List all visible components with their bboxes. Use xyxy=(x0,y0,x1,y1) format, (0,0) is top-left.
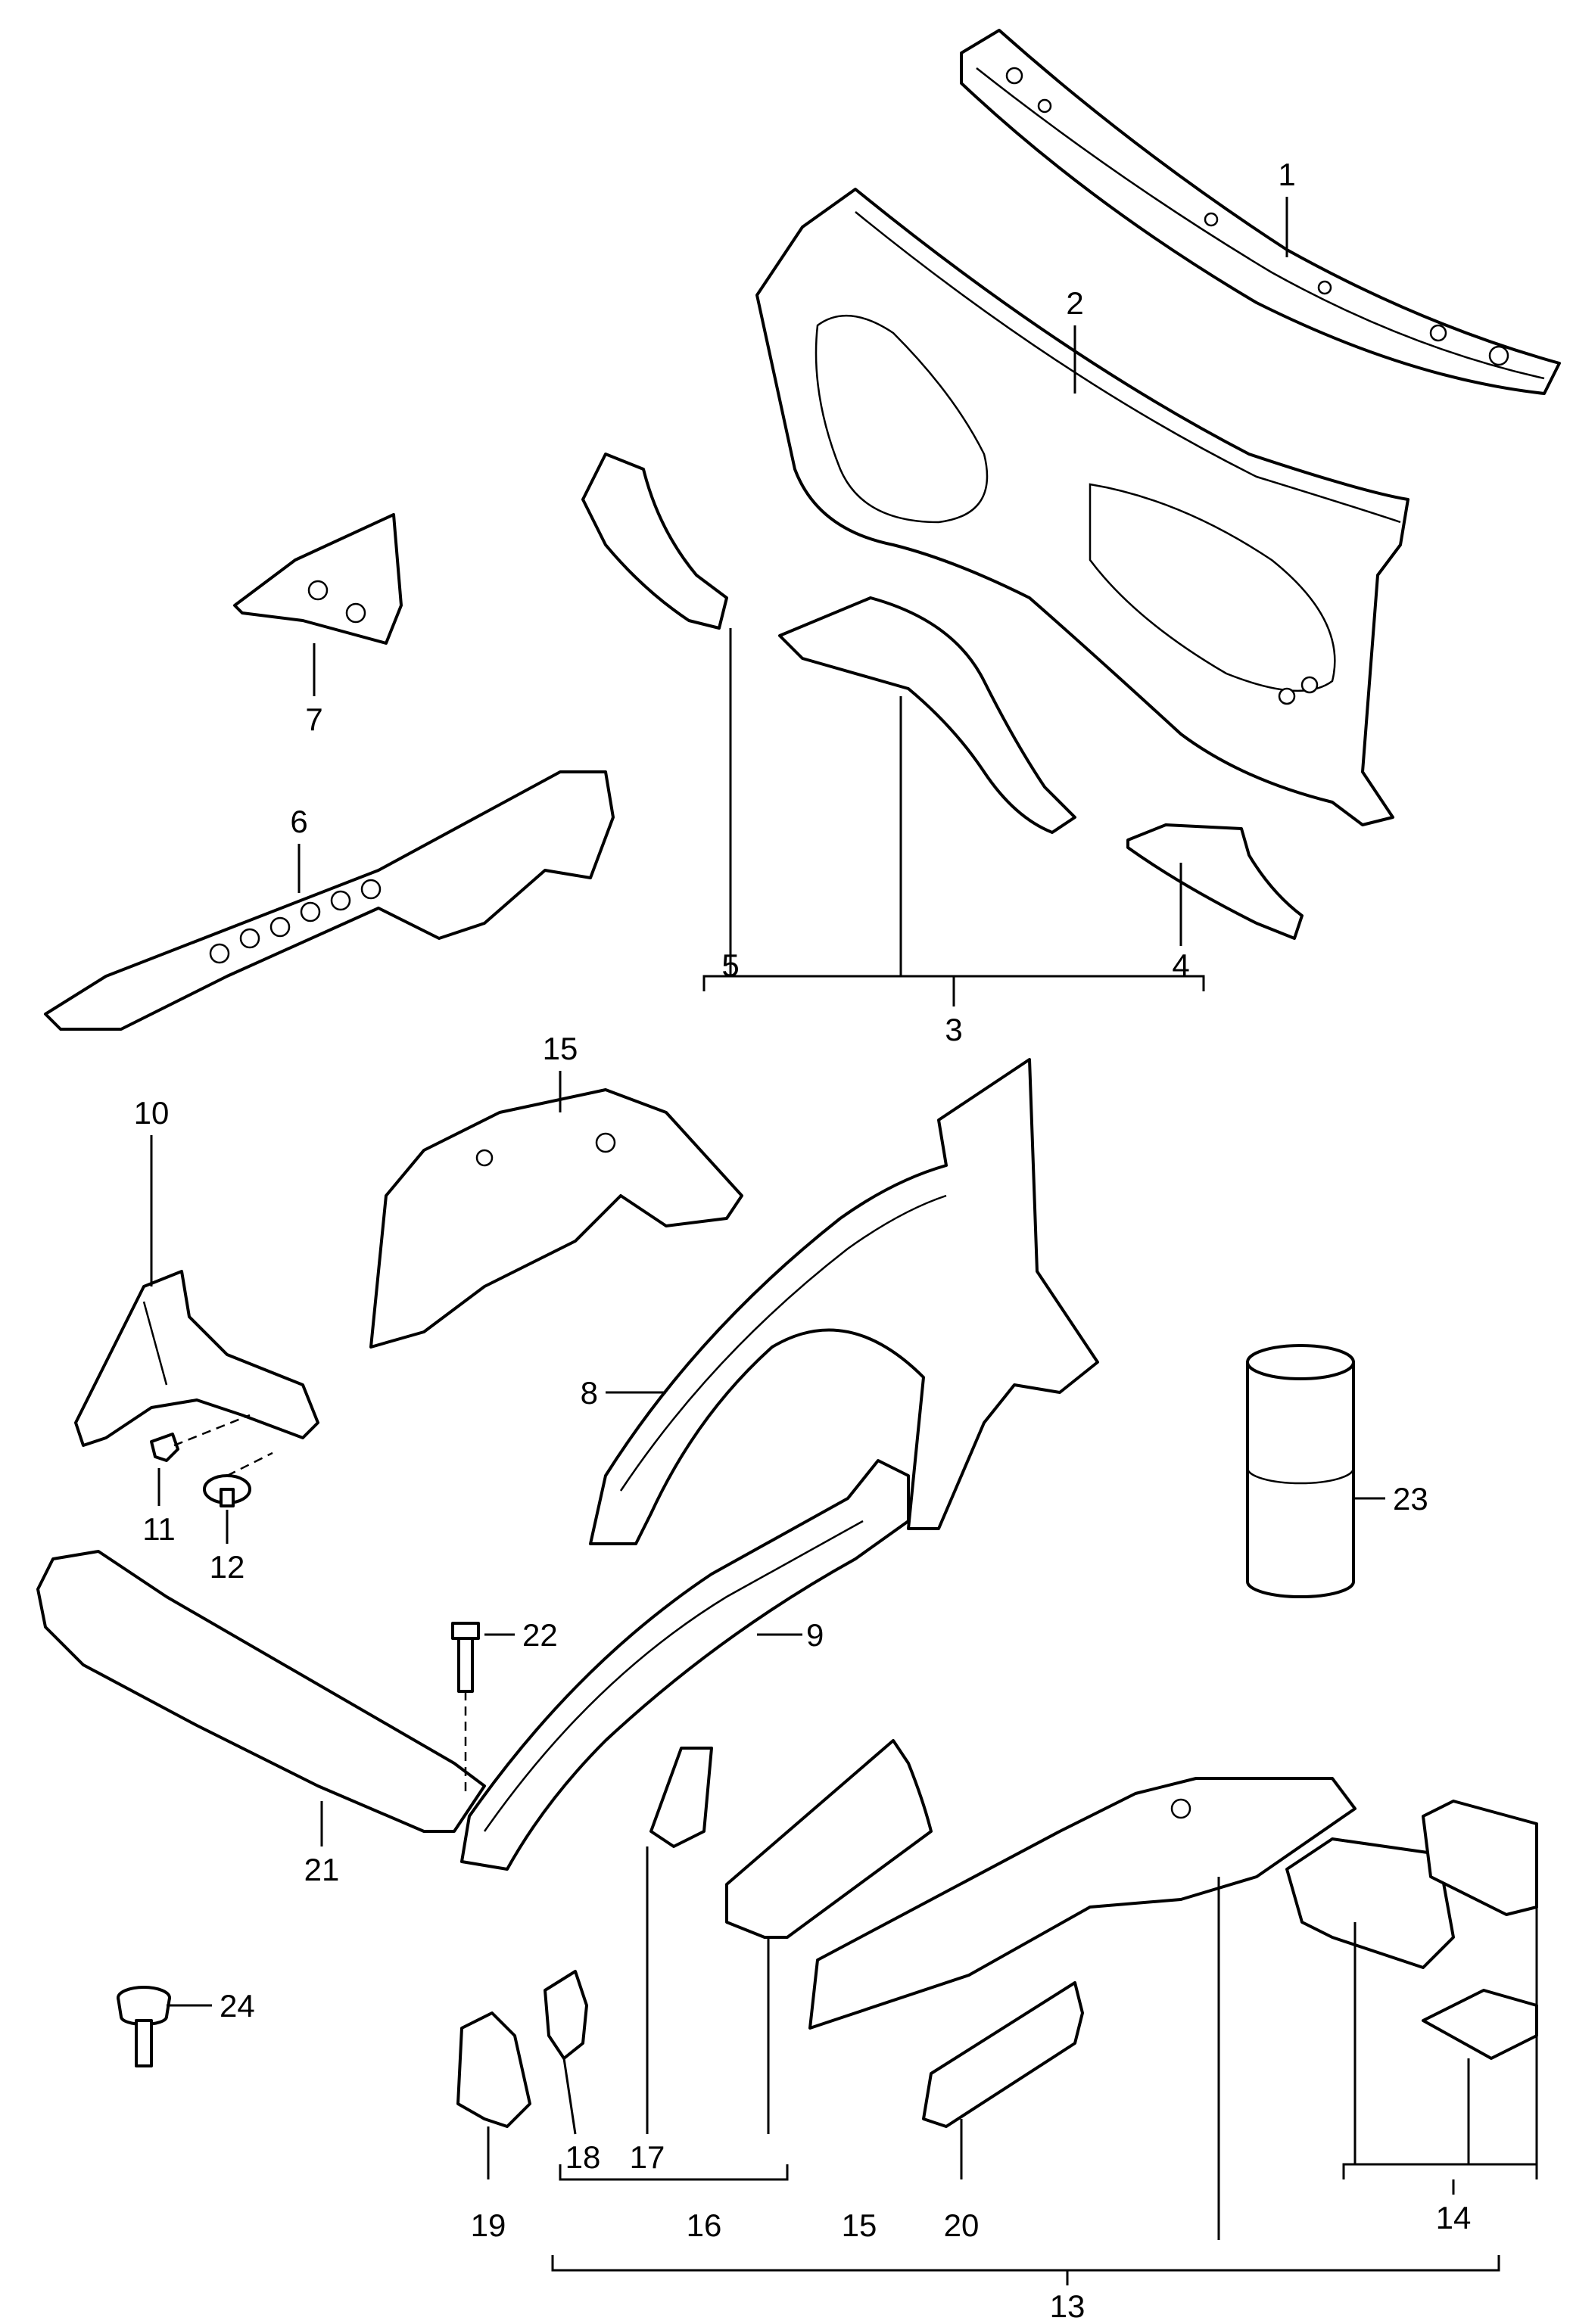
part-19-bracket xyxy=(456,2011,531,2128)
part-8-a-pillar xyxy=(589,1058,1099,1545)
callout-15-lower: 15 xyxy=(842,2207,877,2243)
callout-19: 19 xyxy=(471,2207,506,2243)
callout-15-upper: 15 xyxy=(543,1031,578,1066)
leader-lines xyxy=(150,197,1538,2285)
part-24-bolt xyxy=(117,1986,171,2067)
part-11-clip xyxy=(150,1433,179,1462)
clip-dash-line xyxy=(173,1414,273,1477)
callout-8: 8 xyxy=(581,1375,598,1411)
callout-3: 3 xyxy=(945,1012,962,1047)
part-20-sill-reinforcement xyxy=(922,1981,1084,2128)
callout-23: 23 xyxy=(1393,1481,1428,1517)
callout-14: 14 xyxy=(1436,2200,1472,2235)
callout-22: 22 xyxy=(522,1617,558,1653)
callout-6: 6 xyxy=(290,804,307,839)
callout-16: 16 xyxy=(687,2207,722,2243)
callout-21: 21 xyxy=(304,1852,340,1887)
callout-11: 11 xyxy=(142,1511,176,1547)
part-16-sill-panel xyxy=(725,1739,933,1939)
part-9-roof-rail xyxy=(460,1459,910,1871)
callout-2: 2 xyxy=(1066,285,1083,321)
callout-7: 7 xyxy=(305,702,322,737)
part-22-bolt xyxy=(451,1622,480,1794)
callout-13: 13 xyxy=(1050,2288,1086,2324)
part-15-wheelhouse xyxy=(369,1088,743,1349)
part-6-longitudinal-member xyxy=(44,770,615,1031)
part-21-bumper-beam xyxy=(36,1550,486,1833)
callout-20: 20 xyxy=(944,2207,980,2243)
part-4-bracket xyxy=(1126,823,1304,940)
part-17-bracket xyxy=(649,1747,713,1848)
part-2-front-carrier xyxy=(755,188,1409,826)
part-1-cowl-panel xyxy=(960,29,1561,395)
callout-4: 4 xyxy=(1172,947,1189,983)
callout-10: 10 xyxy=(134,1095,170,1131)
part-23-spray-can xyxy=(1246,1344,1355,1598)
part-10-a-pillar-bracket xyxy=(74,1270,319,1447)
callout-24: 24 xyxy=(220,1988,255,2024)
part-14-bracket-set xyxy=(1285,1800,1538,2060)
part-5-bracket xyxy=(581,453,728,630)
callout-9: 9 xyxy=(806,1617,824,1653)
part-3-center-member xyxy=(778,596,1076,834)
callout-12: 12 xyxy=(210,1549,245,1585)
callout-17: 17 xyxy=(630,2139,665,2175)
part-13-floor-rail xyxy=(808,1777,1357,2030)
callout-1: 1 xyxy=(1278,157,1295,192)
part-7-bracket xyxy=(233,513,403,645)
callout-labels: 1 2 3 4 5 6 7 8 9 10 11 12 13 14 15 15 1… xyxy=(134,157,1472,2324)
part-12-clip xyxy=(203,1474,251,1507)
callout-18: 18 xyxy=(565,2139,601,2175)
part-18-plate xyxy=(544,1970,588,2060)
callout-5: 5 xyxy=(721,947,739,983)
